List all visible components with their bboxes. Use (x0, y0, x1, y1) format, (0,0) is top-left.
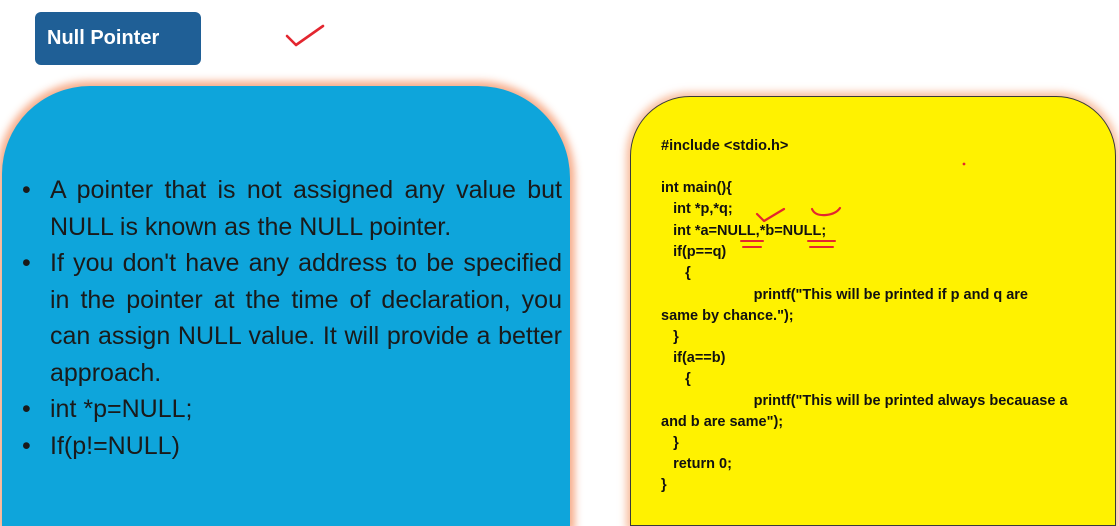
definition-bullet-list: • A pointer that is not assigned any val… (22, 172, 562, 464)
code-line: same by chance."); (661, 308, 794, 324)
bullet-text: If you don't have any address to be spec… (50, 249, 562, 387)
code-line: and b are same"); (661, 414, 784, 430)
code-line: #include <stdio.h> (661, 138, 789, 154)
code-line: if(p==q) (661, 244, 727, 260)
code-panel (630, 96, 1116, 526)
code-line: int main(){ (661, 180, 732, 196)
red-dot-annotation-icon (962, 162, 966, 166)
code-line: printf("This will be printed if p and q … (661, 287, 1028, 303)
code-line: printf("This will be printed always beca… (661, 393, 1068, 409)
code-line: if(a==b) (661, 350, 726, 366)
bullet-item: • A pointer that is not assigned any val… (22, 172, 562, 245)
code-line: } (661, 477, 667, 493)
red-underline-annotation-icon (740, 240, 764, 248)
code-line: } (661, 329, 679, 345)
bullet-dot-icon: • (22, 431, 31, 460)
bullet-text: int *p=NULL; (50, 395, 193, 423)
code-line: { (661, 265, 691, 281)
bullet-dot-icon: • (22, 395, 31, 423)
red-check-annotation-icon (285, 24, 325, 47)
red-underline-annotation-icon (807, 240, 836, 248)
bullet-item: • If you don't have any address to be sp… (22, 245, 562, 391)
bullet-text: If(p!=NULL) (50, 431, 180, 460)
bullet-item: • If(p!=NULL) (22, 428, 562, 465)
code-line: { (661, 371, 691, 387)
bullet-dot-icon: • (22, 176, 31, 204)
bullet-dot-icon: • (22, 249, 31, 277)
bullet-item: • int *p=NULL; (22, 391, 562, 428)
slide-title-text: Null Pointer (47, 27, 160, 49)
bullet-text: A pointer that is not assigned any value… (50, 176, 562, 241)
code-line: return 0; (661, 456, 732, 472)
code-line: } (661, 435, 679, 451)
code-line: int *p,*q; (661, 201, 733, 217)
definition-panel (2, 86, 570, 526)
code-line: int *a=NULL,*b=NULL; (661, 223, 827, 239)
red-underline-annotation-icon (810, 206, 842, 217)
red-check-annotation-icon (755, 207, 786, 223)
slide-title: Null Pointer (35, 12, 201, 65)
